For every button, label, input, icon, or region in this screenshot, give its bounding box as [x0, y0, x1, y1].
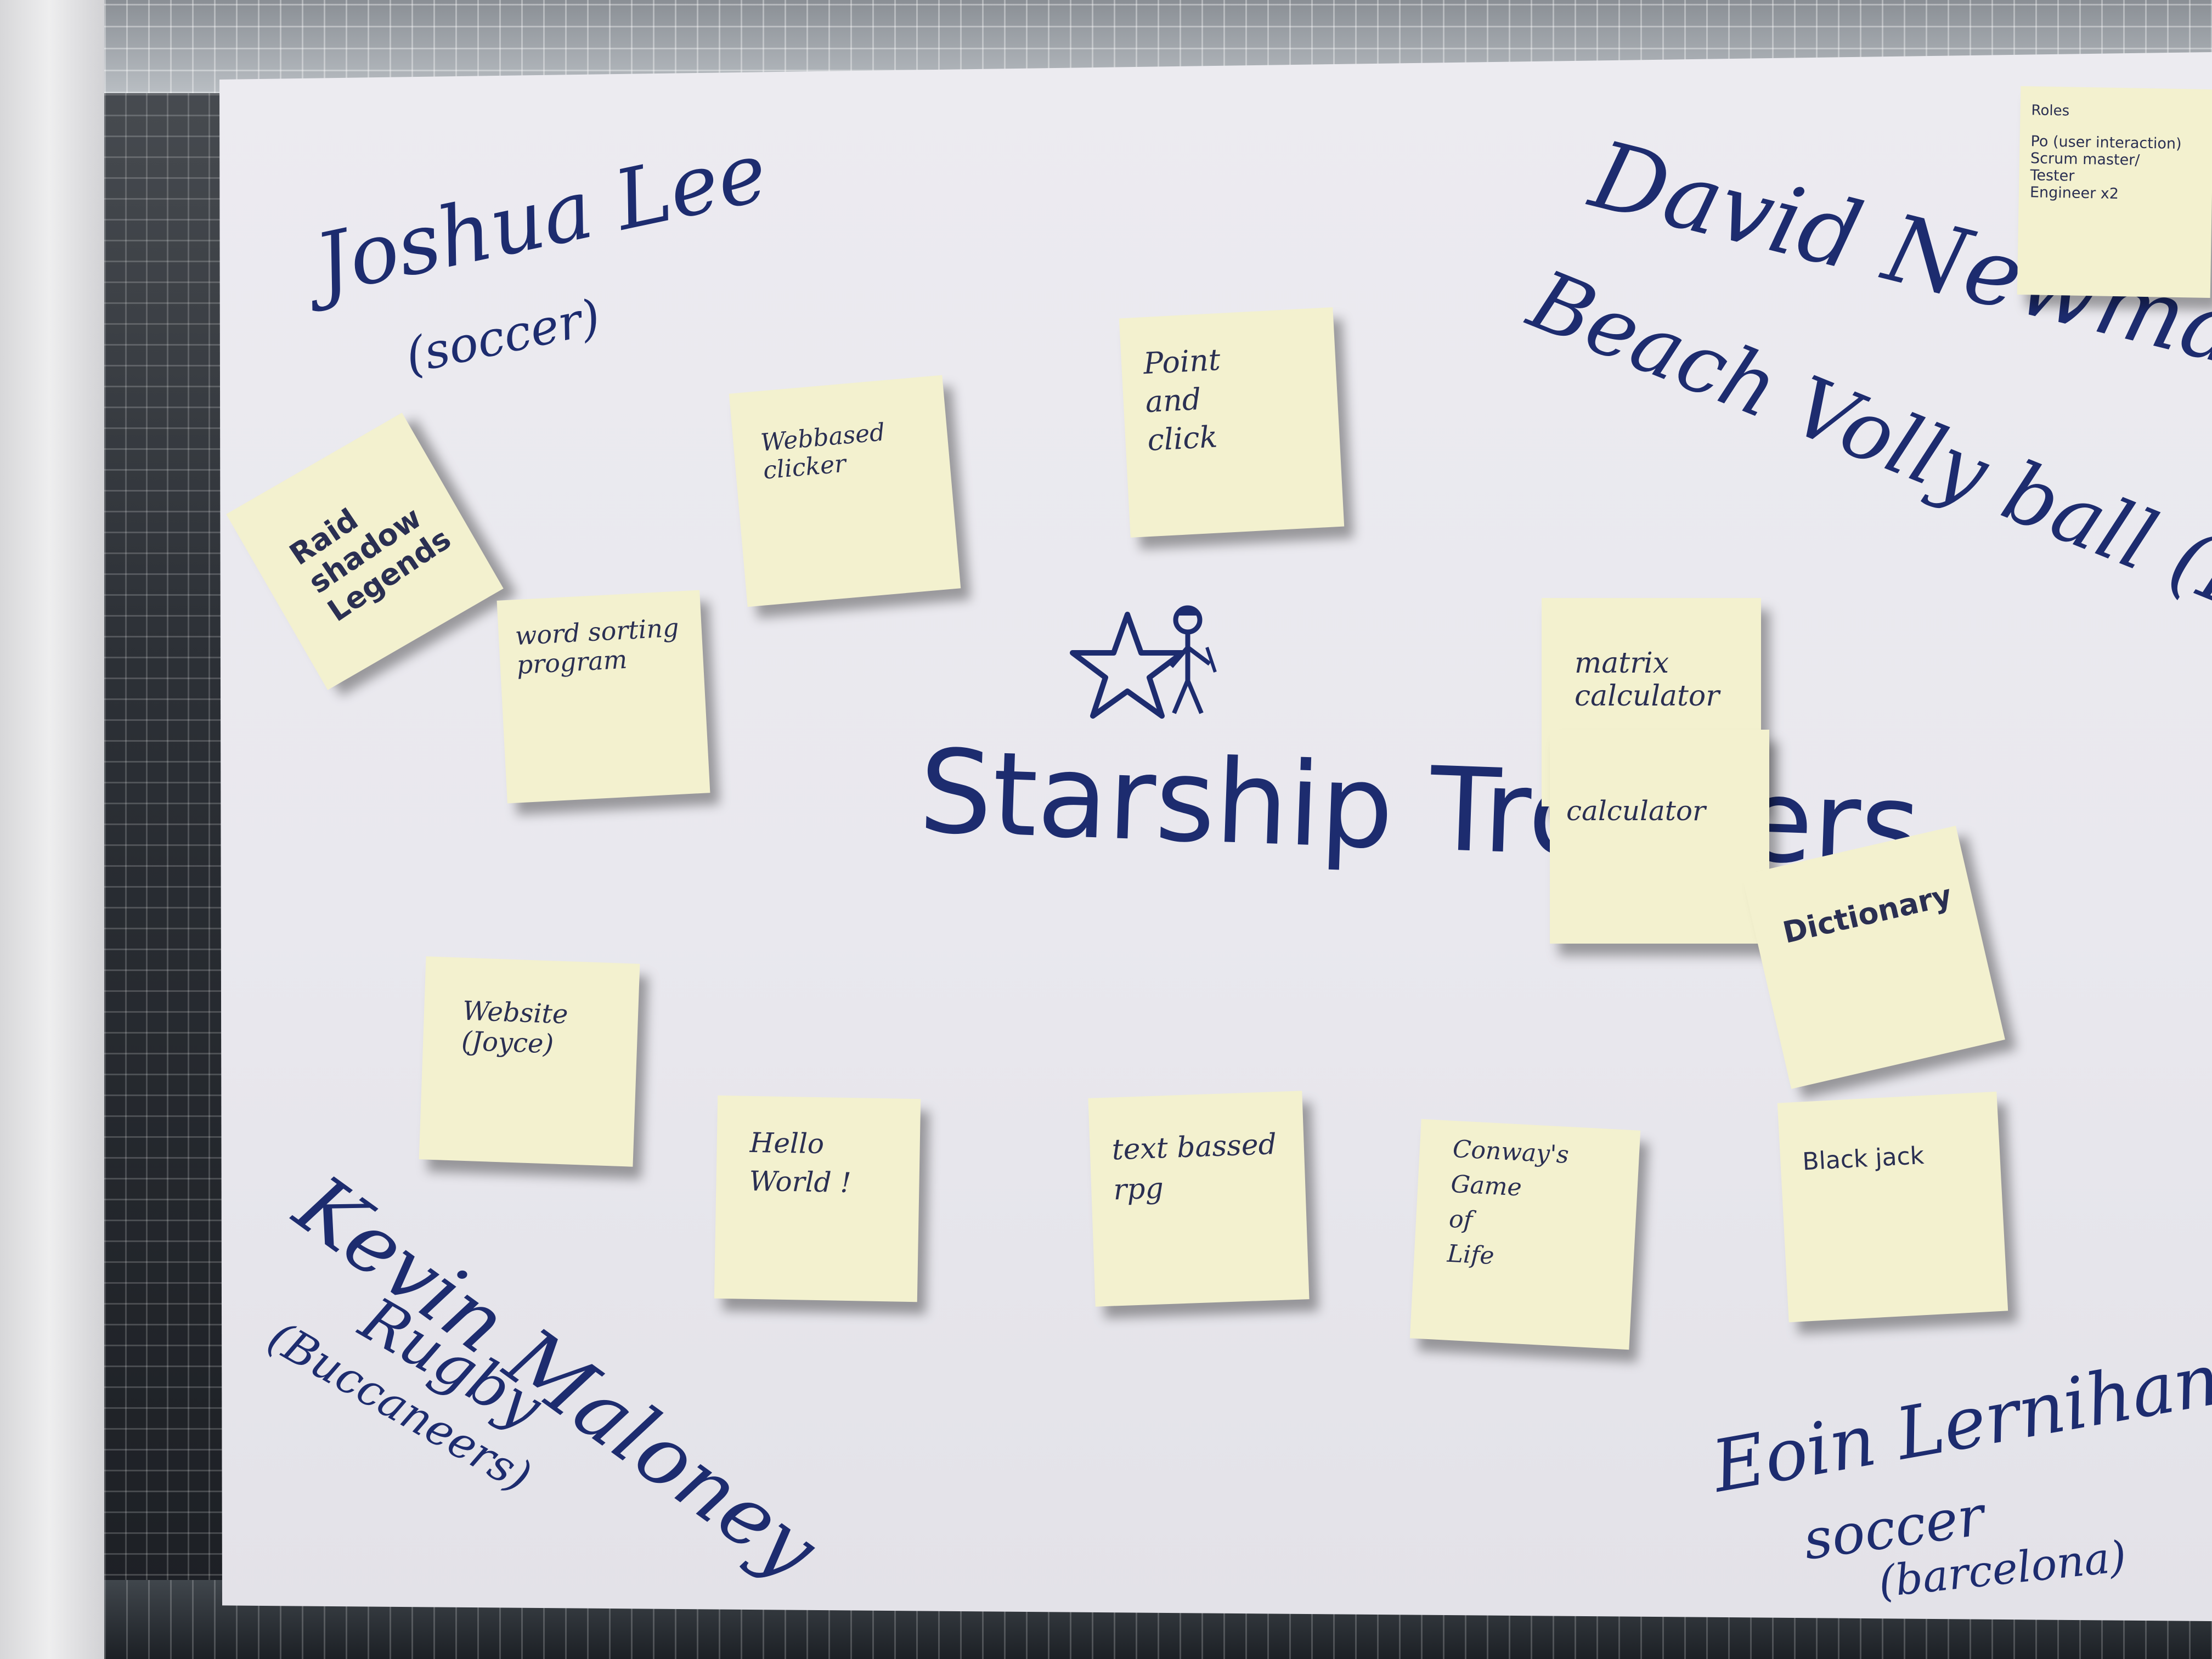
sticky-note-point-click: Point and click: [1119, 307, 1345, 538]
roles-heading: Roles: [2031, 102, 2070, 120]
sticky-note-conway: Conway's Game of Life: [1409, 1119, 1641, 1350]
note-calculator-text: calculator: [1566, 795, 1706, 827]
note-dictionary-text: Dictionary: [1779, 878, 1955, 950]
sticky-note-website: Website (Joyce): [419, 956, 640, 1167]
note-matrix-text: matrix calculator: [1575, 647, 1720, 713]
note-conway-text: Conway's Game of Life: [1446, 1135, 1570, 1271]
sticky-note-blackjack: Black jack: [1777, 1091, 2008, 1323]
note-word-sorting-text: word sorting program: [514, 612, 680, 680]
note-blackjack-text: Black jack: [1802, 1141, 1925, 1176]
stick-figure-icon: [1169, 605, 1217, 714]
window-frame-left: [0, 0, 110, 1659]
roles-list: Po (user interaction) Scrum master/ Test…: [2029, 133, 2182, 203]
sticky-note-calculator: calculator: [1550, 730, 1769, 944]
note-point-click-text: Point and click: [1142, 342, 1222, 458]
sticky-note-text-rpg: text bassed rpg: [1088, 1091, 1310, 1307]
sticky-note-word-sorting: word sorting program: [496, 590, 710, 804]
window-mesh-left: [104, 0, 230, 1659]
sticky-note-webbased: Webbased clicker: [729, 375, 961, 607]
note-hello-text: Hello World !: [749, 1126, 852, 1199]
sticky-note-roles: Roles Po (user interaction) Scrum master…: [2017, 86, 2212, 298]
note-text-rpg-text: text bassed rpg: [1111, 1128, 1277, 1207]
note-raid-text: Raid shadow Legends: [283, 500, 458, 629]
sticky-note-hello: Hello World !: [714, 1095, 921, 1302]
note-website-text: Website (Joyce): [461, 995, 569, 1060]
star-icon: [1070, 612, 1185, 719]
note-webbased-text: Webbased clicker: [759, 418, 887, 485]
